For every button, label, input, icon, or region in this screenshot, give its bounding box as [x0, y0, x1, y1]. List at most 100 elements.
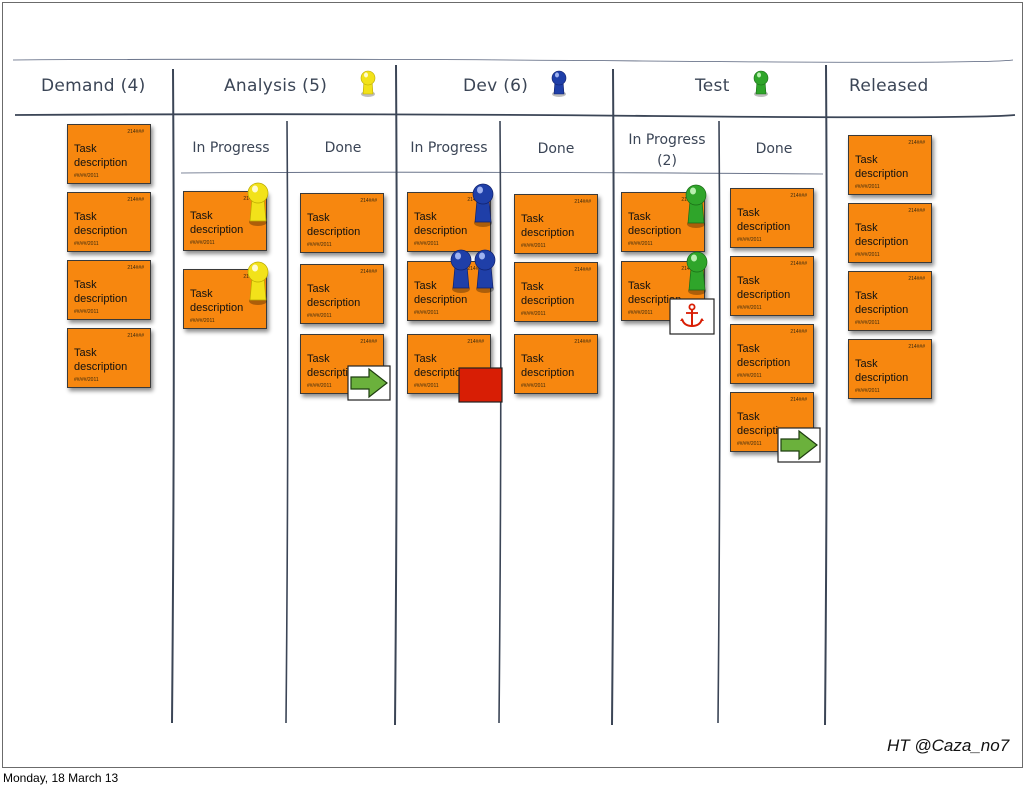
yellow-pin-icon: [360, 70, 376, 97]
card-id: 214###: [360, 269, 377, 275]
card-title: Task: [74, 143, 97, 155]
arrow-right-icon: [347, 365, 391, 401]
card-description: description: [74, 225, 128, 237]
green-pin-icon: [753, 70, 769, 97]
card-description: description: [855, 168, 909, 180]
arrow-right-icon: [777, 427, 821, 463]
card-date: ##/##/2011: [628, 241, 653, 247]
subheader-analysis-in-progress: In Progress: [192, 140, 270, 156]
card-title: Task: [74, 279, 97, 291]
card-date: ##/##/2011: [414, 383, 439, 389]
card-title: Task: [414, 280, 437, 292]
card-date: ##/##/2011: [737, 237, 762, 243]
card-date: ##/##/2011: [74, 377, 99, 383]
credit-text: HT @Caza_no7: [887, 736, 1010, 755]
card-date: ##/##/2011: [521, 243, 546, 249]
card-description: description: [74, 293, 128, 305]
card-title: Task: [628, 280, 651, 292]
card-title: Task: [414, 211, 437, 223]
card-date: ##/##/2011: [74, 173, 99, 179]
card-description: description: [855, 236, 909, 248]
card-title: Task: [855, 222, 878, 234]
card-id: 214###: [467, 339, 484, 345]
card-title: Task: [737, 275, 760, 287]
card-id: 214###: [908, 276, 925, 282]
card-date: ##/##/2011: [628, 310, 653, 316]
slide: Demand (4) Analysis (5) Dev (6) Test Rel…: [2, 2, 1023, 768]
card-id: 214###: [908, 344, 925, 350]
card-description: description: [737, 425, 791, 437]
card-date: ##/##/2011: [737, 305, 762, 311]
card-description: description: [737, 289, 791, 301]
card-title: Task: [521, 213, 544, 225]
card-id: 214###: [360, 339, 377, 345]
card-title: Task: [414, 353, 437, 365]
card-title: Task: [307, 212, 330, 224]
card-title: Task: [855, 358, 878, 370]
card-description: description: [628, 225, 682, 237]
card-title: Task: [737, 411, 760, 423]
blue-pin-icon: [472, 183, 494, 227]
card-description: description: [521, 367, 575, 379]
card-date: ##/##/2011: [74, 241, 99, 247]
yellow-pin-icon: [247, 182, 269, 226]
card-description: description: [521, 227, 575, 239]
card-date: ##/##/2011: [414, 310, 439, 316]
column-header-test: Test: [695, 76, 730, 96]
card-date: ##/##/2011: [190, 318, 215, 324]
card-title: Task: [307, 283, 330, 295]
card-id: 214###: [127, 333, 144, 339]
card-id: 214###: [574, 339, 591, 345]
card-description: description: [414, 367, 468, 379]
card-title: Task: [737, 207, 760, 219]
yellow-pin-icon: [247, 261, 269, 305]
column-header-released: Released: [849, 76, 929, 96]
subheader-dev-in-progress: In Progress: [410, 140, 488, 156]
card-title: Task: [190, 210, 213, 222]
card-description: description: [190, 302, 244, 314]
blocker-icon: [458, 367, 503, 403]
card-id: 214###: [127, 265, 144, 271]
card-id: 214###: [574, 267, 591, 273]
card-id: 214###: [467, 266, 484, 272]
blue-pin-icon: [450, 249, 472, 293]
card-description: description: [74, 361, 128, 373]
card-id: 214###: [127, 129, 144, 135]
card-id: 214###: [790, 397, 807, 403]
subheader-dev-done: Done: [537, 141, 575, 157]
card-id: 214###: [790, 261, 807, 267]
card-title: Task: [307, 353, 330, 365]
green-pin-icon: [686, 251, 708, 295]
subheader-test-in-progress-label: In Progress: [628, 132, 706, 148]
card-description: description: [855, 304, 909, 316]
card-date: ##/##/2011: [414, 241, 439, 247]
card-date: ##/##/2011: [307, 313, 332, 319]
card-title: Task: [74, 211, 97, 223]
card-date: ##/##/2011: [521, 383, 546, 389]
subheader-test-in-progress-count: (2): [657, 153, 677, 169]
column-header-demand: Demand (4): [41, 76, 146, 96]
card-description: description: [307, 367, 361, 379]
task-card[interactable]: 214### Task description ##/##/2011: [730, 256, 814, 316]
card-title: Task: [190, 288, 213, 300]
card-title: Task: [855, 154, 878, 166]
